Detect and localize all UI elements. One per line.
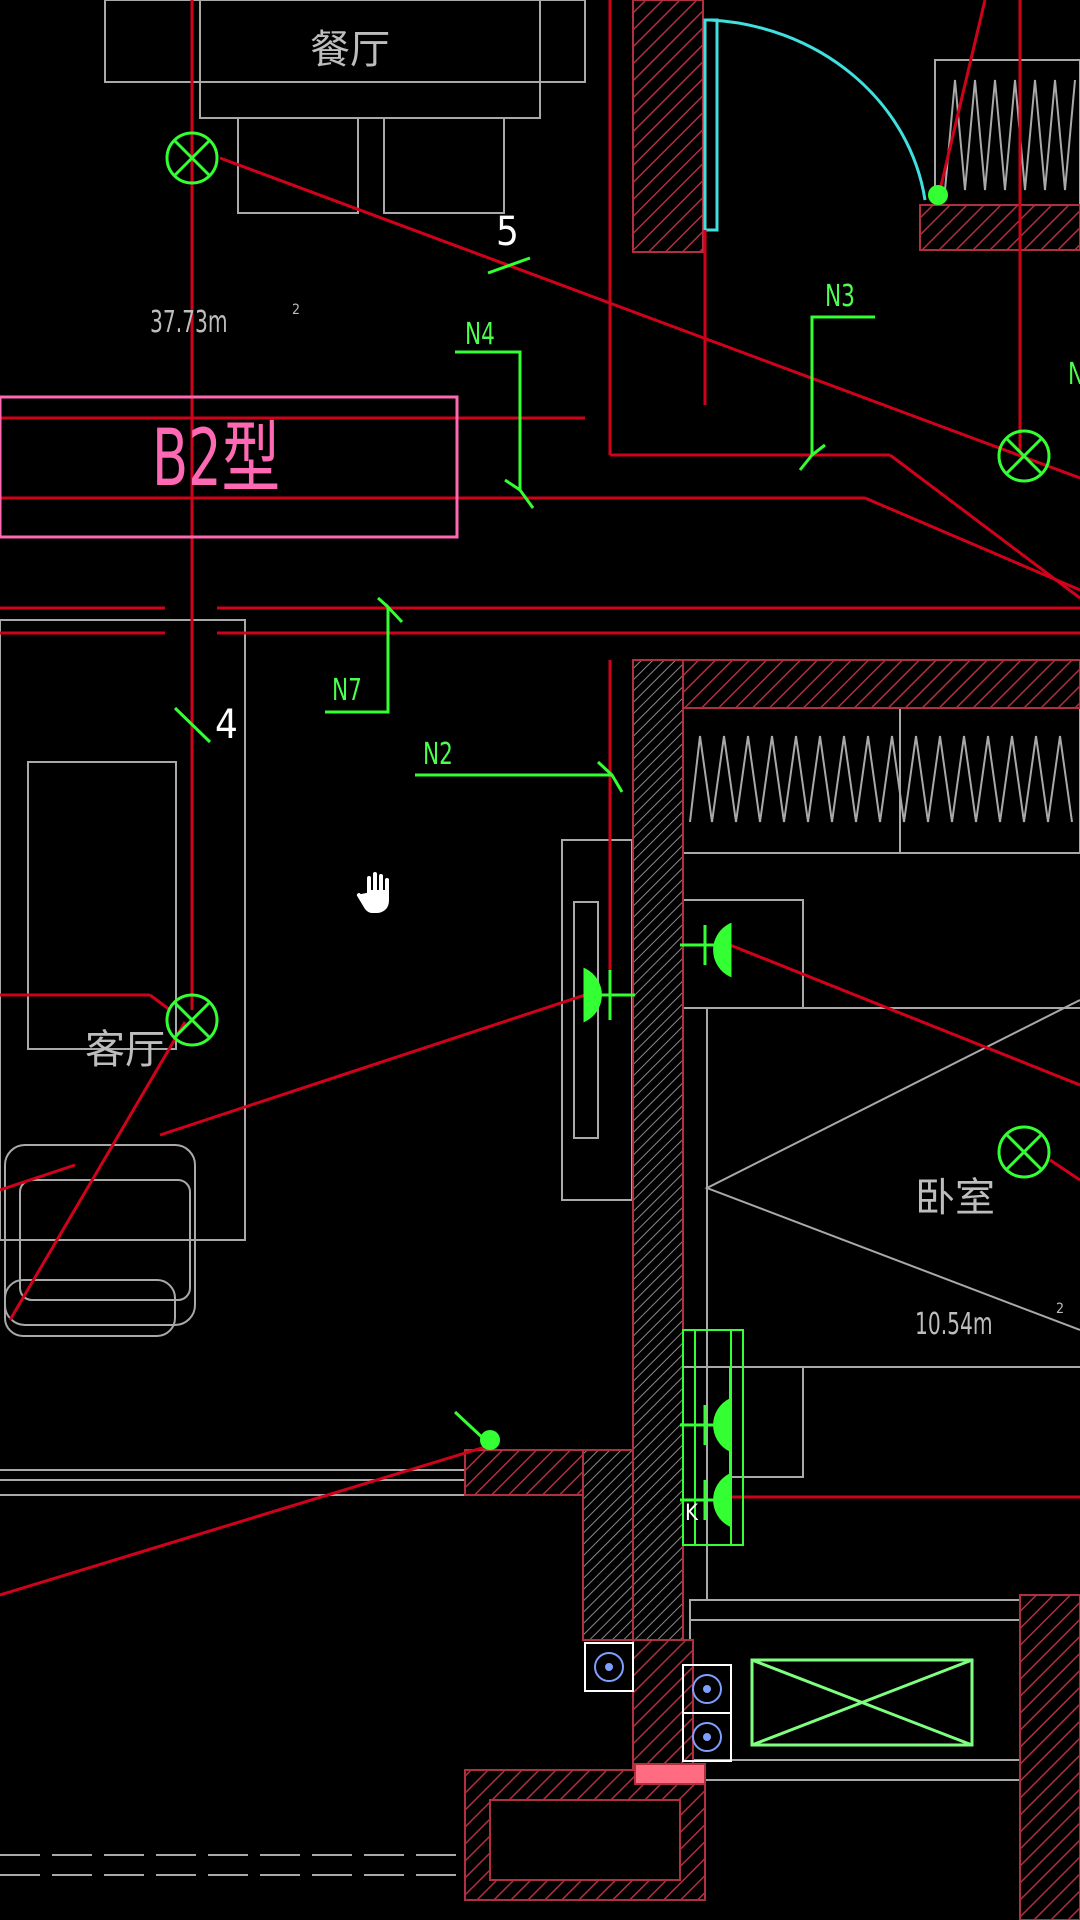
bedroom-area-label: 10.54m xyxy=(915,1307,993,1342)
unit-type-box xyxy=(0,395,459,539)
circuit-label-n7: N7 xyxy=(332,673,362,708)
bedroom-area-superscript: 2 xyxy=(1056,1301,1065,1317)
switch-mark-label: K xyxy=(685,1501,698,1526)
pipe-riser-icon xyxy=(584,1642,732,1762)
socket-icon xyxy=(583,967,635,1023)
ceiling-light-icon xyxy=(165,993,219,1047)
living-area-superscript: 2 xyxy=(292,302,301,318)
circuit-layer xyxy=(173,256,875,1442)
room-label-dining: 餐厅 xyxy=(310,27,390,73)
ceiling-light-icon xyxy=(165,131,219,185)
room-label-living: 客厅 xyxy=(85,1027,165,1073)
unit-type-label: B2型 xyxy=(152,414,281,504)
circuit-label-n-partial: N xyxy=(1068,360,1080,390)
circuit-label-n4: N4 xyxy=(465,317,495,352)
socket-icon xyxy=(680,1397,732,1453)
switch-bracket xyxy=(682,1329,744,1546)
ceiling-light-icon xyxy=(997,429,1051,483)
circuit-label-n2: N2 xyxy=(423,737,453,772)
door-swing-icon xyxy=(703,18,927,232)
ceiling-light-icon xyxy=(997,1125,1051,1179)
room-label-bedroom: 卧室 xyxy=(915,1175,995,1221)
number-label-5: 5 xyxy=(496,209,519,255)
living-area-label: 37.73m xyxy=(150,305,228,340)
wiring-layer xyxy=(0,0,1080,1597)
number-label-4: 4 xyxy=(215,702,238,748)
pipe-riser-circles xyxy=(594,1652,722,1752)
furniture-layer xyxy=(0,0,1080,1876)
hand-cursor-icon xyxy=(354,870,391,915)
walls-layer xyxy=(464,0,1080,1920)
lamp-point xyxy=(480,185,948,1450)
circuit-label-n3: N3 xyxy=(825,279,855,314)
exhaust-fan-icon xyxy=(750,1658,974,1747)
socket-icon xyxy=(680,922,732,978)
wardrobe-pattern xyxy=(689,79,1076,823)
socket-icon xyxy=(680,1472,732,1528)
